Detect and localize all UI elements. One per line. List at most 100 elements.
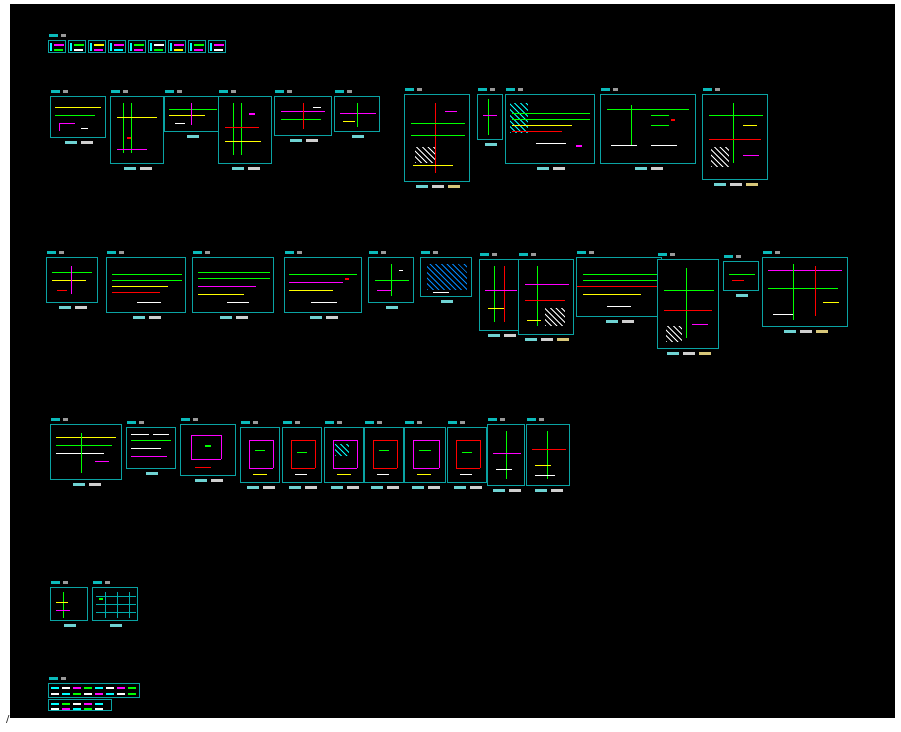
drawing-caption-mark <box>352 135 364 138</box>
detail-drawing[interactable] <box>487 418 525 492</box>
detail-drawing[interactable] <box>50 90 106 144</box>
detail-drawing[interactable] <box>526 418 570 492</box>
drawing-caption-mark <box>133 316 145 319</box>
drawing-caption-mark <box>509 489 521 492</box>
drawing-line <box>295 474 307 475</box>
detail-drawing[interactable] <box>92 581 138 627</box>
drawing-caption-mark <box>140 167 152 170</box>
drawing-line <box>99 598 103 600</box>
drawing-line <box>128 693 136 695</box>
drawing-line <box>62 693 70 695</box>
drawing-label-mark <box>577 251 586 254</box>
detail-drawing[interactable] <box>110 90 164 170</box>
detail-drawing[interactable] <box>762 251 848 333</box>
detail-drawing[interactable] <box>505 88 595 170</box>
detail-drawing[interactable] <box>68 40 86 53</box>
drawing-line <box>462 452 472 453</box>
detail-drawing[interactable] <box>702 88 768 186</box>
detail-drawing[interactable] <box>46 251 98 309</box>
drawing-line <box>411 135 465 136</box>
detail-drawing[interactable] <box>188 40 206 53</box>
detail-drawing[interactable] <box>180 418 236 482</box>
detail-drawing[interactable] <box>364 421 404 489</box>
detail-drawing[interactable] <box>274 90 332 142</box>
drawing-caption-mark <box>263 486 275 489</box>
drawing-caption-mark <box>800 330 812 333</box>
drawing-line <box>74 44 84 46</box>
detail-drawing[interactable] <box>148 40 166 53</box>
drawing-line <box>106 687 114 689</box>
drawing-label-mark <box>287 90 292 93</box>
detail-drawing[interactable] <box>518 253 574 341</box>
drawing-label-mark <box>506 88 515 91</box>
detail-drawing[interactable] <box>479 253 523 337</box>
drawing-line <box>413 468 439 469</box>
detail-drawing[interactable] <box>368 251 414 309</box>
detail-drawing[interactable] <box>126 421 176 475</box>
drawing-label-mark <box>658 253 667 256</box>
detail-drawing[interactable] <box>404 88 470 188</box>
detail-drawing[interactable] <box>108 40 126 53</box>
detail-drawing[interactable] <box>50 581 88 627</box>
drawing-line <box>291 468 315 469</box>
drawing-label-mark <box>127 421 136 424</box>
drawing-line <box>411 123 465 124</box>
drawing-line <box>297 452 307 453</box>
detail-drawing[interactable] <box>477 88 503 146</box>
drawing-label-mark <box>480 253 489 256</box>
detail-drawing[interactable] <box>404 421 446 489</box>
drawing-label-mark <box>775 251 780 254</box>
detail-drawing[interactable] <box>420 251 472 303</box>
detail-drawing[interactable] <box>48 699 112 711</box>
drawing-line <box>227 302 249 303</box>
drawing-caption-mark <box>622 320 634 323</box>
detail-drawing[interactable] <box>208 40 226 53</box>
drawing-line <box>535 475 555 476</box>
drawing-line <box>289 282 343 283</box>
drawing-caption-mark <box>416 185 428 188</box>
drawing-label-mark <box>49 677 58 680</box>
drawing-caption-mark <box>290 139 302 142</box>
detail-drawing[interactable] <box>334 90 380 138</box>
detail-drawing[interactable] <box>284 251 362 319</box>
drawing-label-mark <box>61 34 66 37</box>
detail-drawing[interactable] <box>128 40 146 53</box>
drawing-line <box>95 708 103 710</box>
detail-drawing[interactable] <box>88 40 106 53</box>
drawing-label-mark <box>492 253 497 256</box>
drawing-label-mark <box>325 421 334 424</box>
drawing-line <box>127 137 131 139</box>
detail-drawing[interactable] <box>240 421 280 489</box>
drawing-label-mark <box>347 90 352 93</box>
drawing-line <box>576 145 582 147</box>
drawing-line <box>483 115 497 116</box>
drawing-line <box>583 274 657 275</box>
detail-drawing[interactable] <box>218 90 272 170</box>
detail-drawing[interactable] <box>324 421 364 489</box>
detail-drawing[interactable] <box>106 251 186 319</box>
drawing-label-mark <box>241 421 250 424</box>
detail-drawing[interactable] <box>164 90 220 138</box>
detail-drawing[interactable] <box>657 253 719 355</box>
drawing-line <box>62 703 70 705</box>
detail-drawing[interactable] <box>282 421 322 489</box>
detail-drawing[interactable] <box>192 251 274 319</box>
detail-drawing[interactable] <box>168 40 186 53</box>
drawing-label-mark <box>488 418 497 421</box>
detail-drawing[interactable] <box>50 418 122 486</box>
drawing-line <box>373 440 374 468</box>
detail-drawing[interactable] <box>600 88 696 170</box>
detail-drawing[interactable] <box>48 677 140 698</box>
drawing-label-mark <box>527 418 536 421</box>
drawing-line <box>81 128 88 129</box>
detail-drawing[interactable] <box>576 251 663 323</box>
drawing-line <box>194 49 203 51</box>
detail-drawing[interactable] <box>447 421 487 489</box>
drawing-caption-mark <box>504 334 516 337</box>
drawing-line <box>547 431 548 479</box>
detail-drawing[interactable] <box>48 34 66 53</box>
drawing-line <box>112 292 160 293</box>
drawing-label-mark <box>193 251 202 254</box>
detail-drawing[interactable] <box>723 255 759 297</box>
drawing-line <box>221 435 222 459</box>
